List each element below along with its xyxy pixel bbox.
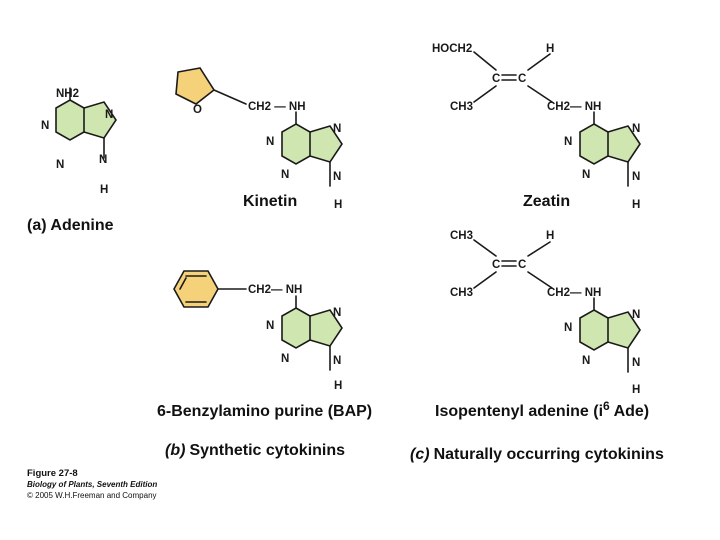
zeatin-h: H xyxy=(546,43,554,55)
zeatin-n9: N xyxy=(632,171,640,183)
bap-h: H xyxy=(334,380,342,392)
zeatin-ch2nh: CH2— NH xyxy=(547,101,601,113)
bap-n3: N xyxy=(281,353,289,365)
figure-number: Figure 27-8 xyxy=(27,468,78,479)
adenine-n7-label: N xyxy=(105,109,113,121)
kinetin-n3: N xyxy=(281,169,289,181)
zeatin-n1: N xyxy=(564,136,572,148)
bap-name: 6-Benzylamino purine (BAP) xyxy=(157,403,372,420)
ipa-c2: C xyxy=(518,259,526,271)
panel-b-letter: (b) xyxy=(165,442,185,459)
panel-b-title: Synthetic cytokinins xyxy=(189,442,345,459)
zeatin-hoch2: HOCH2 xyxy=(432,43,472,55)
ipa-ch3-top: CH3 xyxy=(450,230,473,242)
panel-b-label: (b)Synthetic cytokinins xyxy=(165,442,345,459)
panel-c-label: (c)Naturally occurring cytokinins xyxy=(410,446,664,463)
kinetin-n7: N xyxy=(333,123,341,135)
zeatin-c2: C xyxy=(518,73,526,85)
kinetin-h: H xyxy=(334,199,342,211)
bap-n7: N xyxy=(333,307,341,319)
adenine-n9-label: N xyxy=(99,154,107,166)
zeatin-structure: HOCH2 H C C CH3 CH2— NH N N N N H Zeatin xyxy=(432,43,641,211)
adenine-nh2-label: NH2 xyxy=(56,88,79,100)
adenine-n3-label: N xyxy=(56,159,64,171)
panel-c-title: Naturally occurring cytokinins xyxy=(434,446,664,463)
ipa-n3: N xyxy=(582,355,590,367)
ipa-c1: C xyxy=(492,259,500,271)
bap-structure: CH2— NH N N N N H 6-Benzylamino purine (… xyxy=(157,270,372,420)
bap-n9: N xyxy=(333,355,341,367)
ipa-h-bottom: H xyxy=(632,384,640,396)
ipa-ch3-bottom: CH3 xyxy=(450,287,473,299)
ipa-structure: CH3 H C C CH3 CH2— NH N N N N H Isopente… xyxy=(435,230,649,420)
ipa-ch2nh: CH2— NH xyxy=(547,287,601,299)
copyright-line: © 2005 W.H.Freeman and Company xyxy=(27,491,157,500)
panel-c-letter: (c) xyxy=(410,446,430,463)
ipa-name-sup: 6 xyxy=(603,399,610,413)
zeatin-n3: N xyxy=(582,169,590,181)
book-title: Biology of Plants, Seventh Edition xyxy=(27,480,157,489)
zeatin-name: Zeatin xyxy=(523,193,570,210)
zeatin-h-bottom: H xyxy=(632,199,640,211)
kinetin-name: Kinetin xyxy=(243,193,297,210)
kinetin-furan-o: O xyxy=(193,104,202,116)
ipa-name: Isopentenyl adenine (i6 Ade) xyxy=(435,399,649,420)
kinetin-n1: N xyxy=(266,136,274,148)
ipa-n9: N xyxy=(632,357,640,369)
ipa-n1: N xyxy=(564,322,572,334)
adenine-structure: NH2 N N N N H xyxy=(41,87,117,196)
zeatin-ch3: CH3 xyxy=(450,101,473,113)
adenine-block: (a) Adenine xyxy=(27,217,114,234)
kinetin-n9: N xyxy=(333,171,341,183)
zeatin-c1: C xyxy=(492,73,500,85)
kinetin-structure: O CH2 — NH N N N N H Kinetin xyxy=(175,67,343,211)
bap-side-chain: CH2— NH xyxy=(248,284,302,296)
ipa-name-suffix: Ade) xyxy=(610,403,649,420)
bap-n1: N xyxy=(266,320,274,332)
zeatin-n7: N xyxy=(632,123,640,135)
kinetin-side-chain: CH2 — NH xyxy=(248,101,306,113)
panel-a-label: (a) Adenine xyxy=(27,217,114,234)
adenine-h-label: H xyxy=(100,184,108,196)
adenine-n1-label: N xyxy=(41,120,49,132)
ipa-name-prefix: Isopentenyl adenine (i xyxy=(435,403,603,420)
ipa-n7: N xyxy=(632,309,640,321)
ipa-h: H xyxy=(546,230,554,242)
